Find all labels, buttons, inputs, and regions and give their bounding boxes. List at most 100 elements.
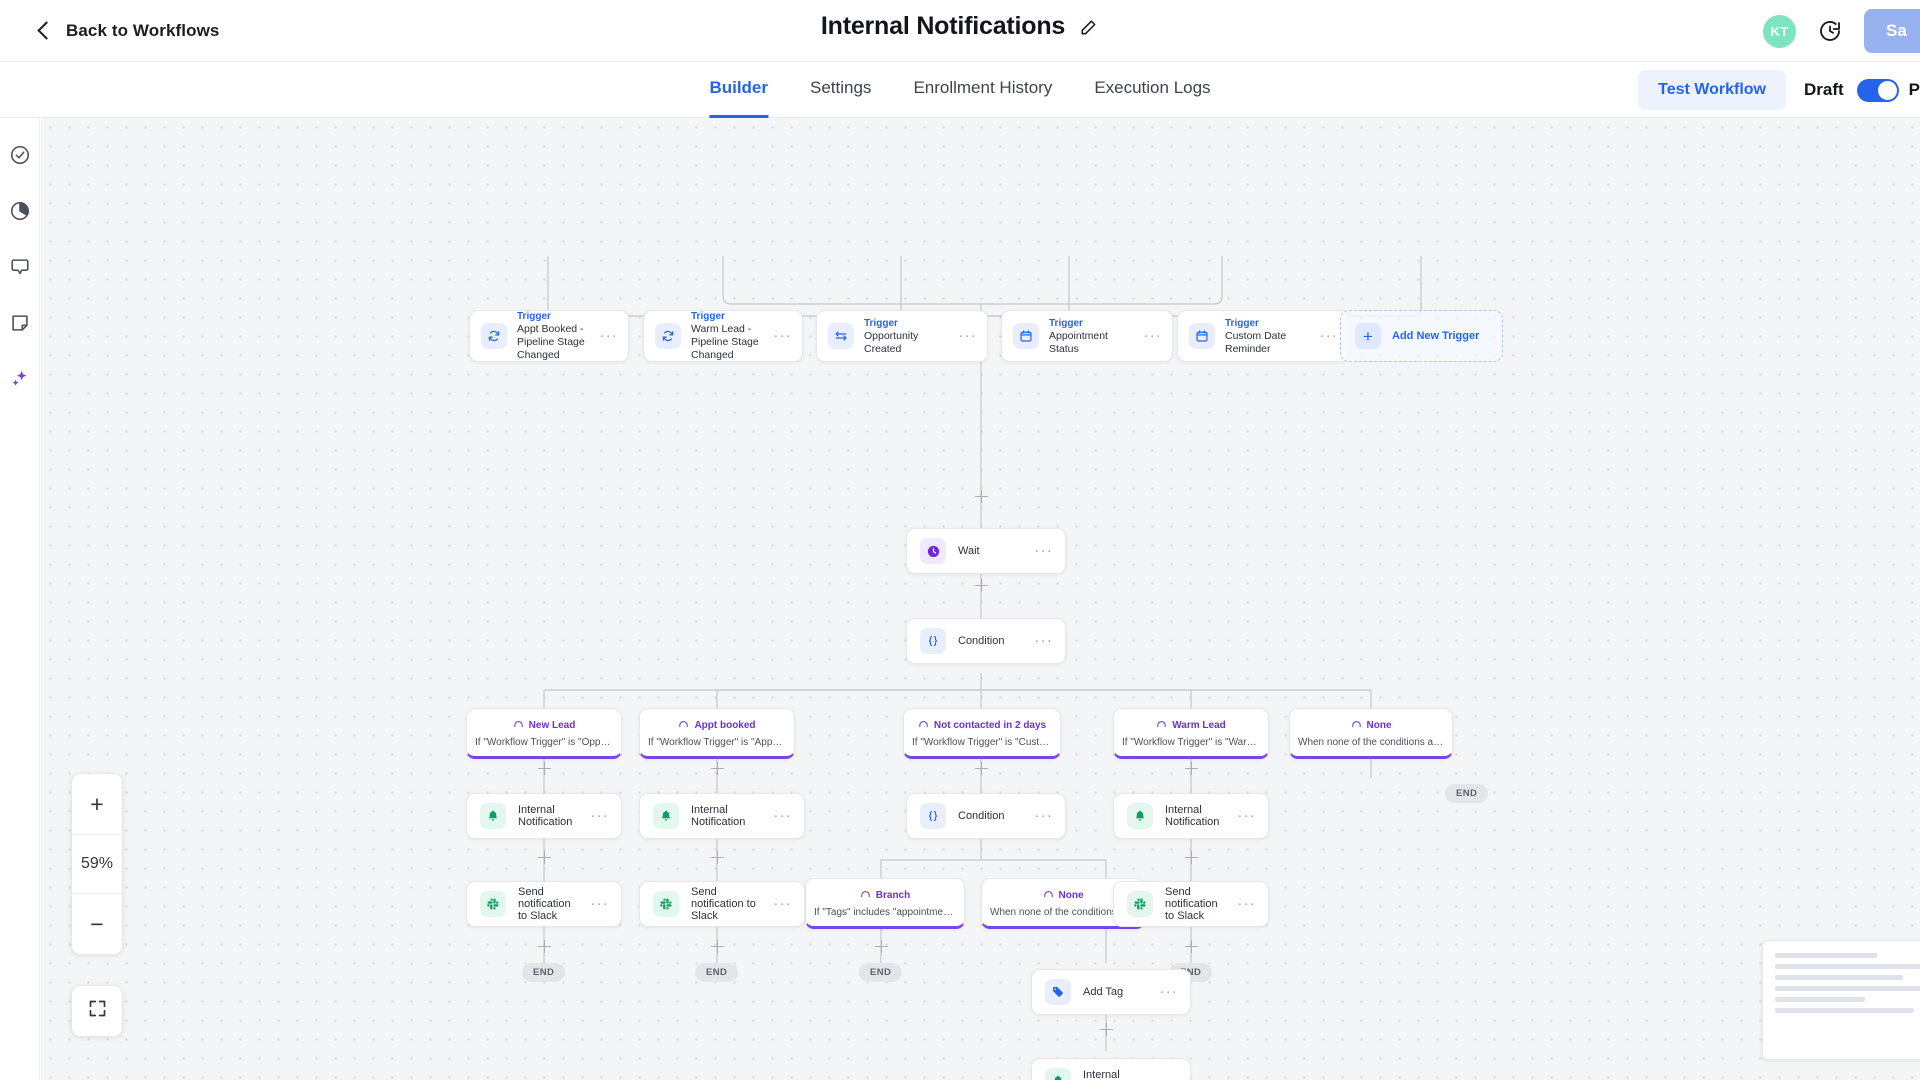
trigger-kicker: Trigger [864,317,898,329]
wait-node[interactable]: Wait ··· [906,528,1066,574]
test-workflow-button[interactable]: Test Workflow [1638,70,1786,110]
add-step-handle[interactable] [975,762,988,775]
zoom-in-button[interactable]: + [90,790,104,817]
condition-node[interactable]: Condition ··· [906,793,1066,839]
action-node-label: Add Tag [1083,986,1124,998]
node-menu-icon[interactable]: ··· [1143,327,1162,344]
tab-execution-logs[interactable]: Execution Logs [1094,78,1211,97]
braces-icon [920,628,946,654]
bell-icon [1045,1068,1071,1080]
zoom-out-button[interactable]: − [90,910,104,937]
branch-name: None [1058,889,1084,901]
fit-to-screen-button[interactable] [71,985,123,1037]
add-step-handle[interactable] [975,579,988,592]
node-menu-icon[interactable]: ··· [773,807,792,824]
branch-node[interactable]: Not contacted in 2 days If "Workflow Tri… [903,708,1061,759]
sparkles-icon[interactable] [9,368,31,390]
node-menu-icon[interactable]: ··· [1034,632,1053,649]
action-node-label: Send notification to Slack [691,886,756,922]
action-node[interactable]: Send notification to Slack ··· [639,881,805,927]
plus-icon: + [1355,323,1381,349]
top-header: Back to Workflows Internal Notifications… [0,0,1920,62]
add-step-handle[interactable] [1100,1023,1113,1036]
tab-settings[interactable]: Settings [810,78,872,97]
action-node[interactable]: Internal Notification ··· [639,793,805,839]
branch-icon [513,716,524,734]
node-menu-icon[interactable]: ··· [590,895,609,912]
add-step-handle[interactable] [711,851,724,864]
page-title: Internal Notifications [820,12,1066,40]
node-menu-icon[interactable]: ··· [590,807,609,824]
node-menu-icon[interactable]: ··· [958,327,977,344]
node-menu-icon[interactable]: ··· [773,327,792,344]
add-step-handle[interactable] [1185,851,1198,864]
zoom-controls: + 59% − [71,773,123,955]
workflow-state-controls: Test Workflow Draft P [1638,62,1920,118]
tag-icon [1045,979,1071,1005]
add-new-trigger-button[interactable]: + Add New Trigger [1340,310,1503,362]
slack-icon [653,891,679,917]
add-step-handle[interactable] [538,851,551,864]
node-menu-icon[interactable]: ··· [599,327,618,344]
action-node[interactable]: Send notification to Slack ··· [466,881,622,927]
add-step-handle[interactable] [538,762,551,775]
branch-name: Branch [875,889,911,901]
braces-icon [920,803,946,829]
add-step-handle[interactable] [711,940,724,953]
trigger-kicker: Trigger [1049,317,1083,329]
avatar[interactable]: KT [1763,14,1796,48]
node-menu-icon[interactable]: ··· [1237,807,1256,824]
node-menu-icon[interactable]: ··· [1034,542,1053,559]
trigger-kicker: Trigger [517,311,551,322]
trigger-node[interactable]: Trigger Appt Booked - Pipeline Stage Cha… [469,310,629,362]
node-menu-icon[interactable]: ··· [773,895,792,912]
node-menu-icon[interactable]: ··· [1159,983,1178,1000]
branch-node[interactable]: Appt booked If "Workflow Trigger" is "Ap… [639,708,795,759]
node-menu-icon[interactable]: ··· [1034,807,1053,824]
trigger-node[interactable]: Trigger Appointment Status ··· [1001,310,1173,362]
add-step-handle[interactable] [1185,762,1198,775]
trigger-node[interactable]: Trigger Opportunity Created ··· [816,310,988,362]
trigger-node[interactable]: Trigger Custom Date Reminder ··· [1177,310,1349,362]
add-step-handle[interactable] [1185,940,1198,953]
note-icon[interactable] [9,312,31,334]
back-to-workflows-label: Back to Workflows [66,20,220,40]
clock-history-icon[interactable] [1818,19,1842,43]
action-node[interactable]: Send notification to Slack ··· [1113,881,1269,927]
toggle-knob [1877,80,1897,100]
minimap-shape [1775,964,1920,969]
end-badge: END [859,963,903,982]
pie-chart-icon[interactable] [9,200,31,222]
trigger-node[interactable]: Trigger Warm Lead - Pipeline Stage Chang… [643,310,803,362]
tab-enrollment-history[interactable]: Enrollment History [913,78,1053,97]
workflow-canvas[interactable]: Trigger Appt Booked - Pipeline Stage Cha… [41,118,1920,1080]
comment-icon[interactable] [9,256,31,278]
fit-screen-icon [87,998,108,1024]
add-step-handle[interactable] [875,940,888,953]
branch-name: Not contacted in 2 days [933,719,1047,731]
node-menu-icon[interactable]: ··· [1237,895,1256,912]
action-node[interactable]: Internal Notification ··· [1113,793,1269,839]
back-to-workflows-button[interactable]: Back to Workflows [37,20,220,41]
add-step-handle[interactable] [538,940,551,953]
tab-builder[interactable]: Builder [709,62,768,118]
branch-node[interactable]: None When none of the conditions are met [1289,708,1453,759]
add-step-handle[interactable] [975,490,988,503]
action-node[interactable]: Internal Notification ··· [466,793,622,839]
sub-branch-node[interactable]: Branch If "Tags" includes "appointment b… [805,878,965,929]
branch-node[interactable]: Warm Lead If "Workflow Trigger" is "Warm… [1113,708,1269,759]
condition-node[interactable]: Condition ··· [906,618,1066,664]
canvas-minimap[interactable] [1762,940,1920,1060]
add-step-handle[interactable] [711,762,724,775]
node-menu-icon[interactable]: ··· [1159,1073,1178,1080]
check-circle-icon[interactable] [9,144,31,166]
branch-description: If "Workflow Trigger" is "Custom Date... [912,737,1052,748]
save-button[interactable]: Sa [1864,9,1920,53]
node-menu-icon[interactable]: ··· [1319,327,1338,344]
action-node[interactable]: Add Tag ··· [1031,969,1191,1015]
draft-publish-toggle[interactable] [1856,78,1899,102]
condition-node-label: Condition [958,635,1005,647]
action-node[interactable]: Internal Notification ··· [1031,1058,1191,1080]
pencil-icon[interactable] [1079,17,1099,37]
branch-node[interactable]: New Lead If "Workflow Trigger" is "Oppor… [466,708,622,759]
